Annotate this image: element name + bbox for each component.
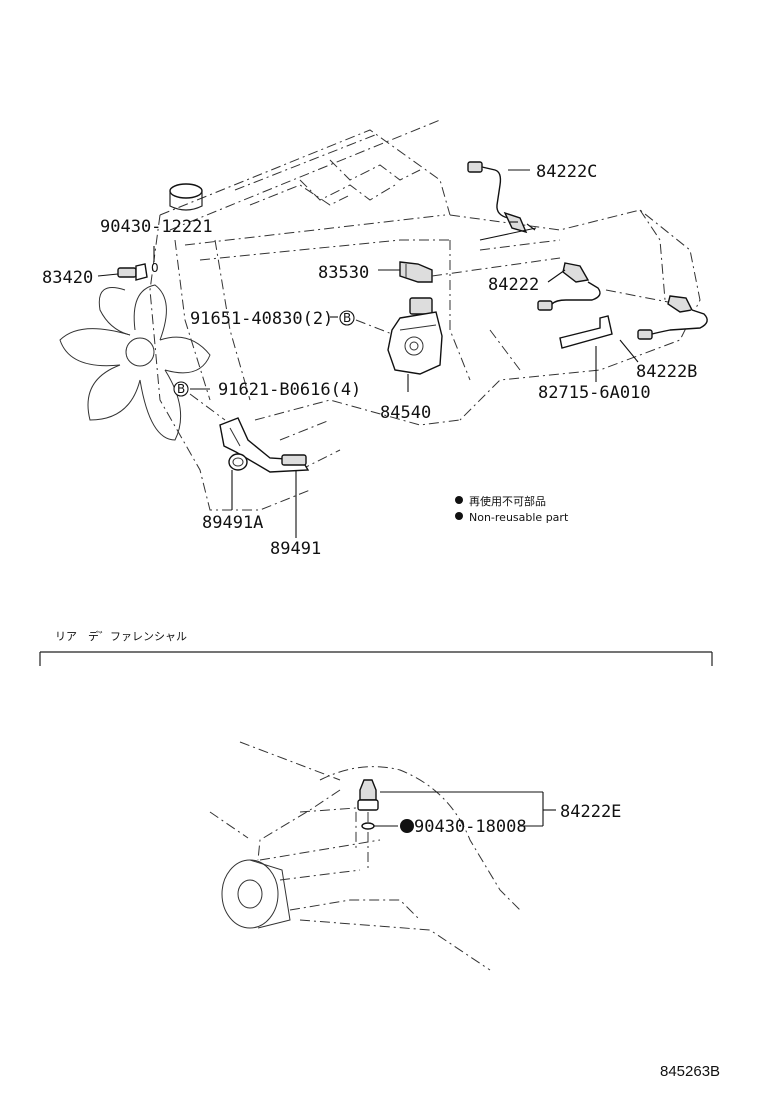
section-frame [39,651,713,666]
legend-bullet-jp [455,496,463,504]
marker-b-2: B [173,381,189,397]
illustration-code: 845263B [660,1063,720,1080]
label-84222c[interactable]: 84222C [536,162,597,182]
label-83530[interactable]: 83530 [318,263,369,283]
label-o-ring-marker: 0 [151,261,159,275]
label-83420[interactable]: 83420 [42,268,93,288]
sensor-84222c-illustration [467,161,536,234]
legend-text-jp: 再使用不可部品 [469,494,546,508]
marker-b-1: B [339,310,355,326]
legend-text-en: Non-reusable part [469,511,569,524]
label-82715-6a010[interactable]: 82715-6A010 [538,383,651,403]
cooling-fan-illustration [59,284,211,441]
label-84222e[interactable]: 84222E [560,802,621,822]
label-90430-12221[interactable]: 90430-12221 [100,217,213,237]
sensor-84222-illustration [537,262,601,311]
neutral-start-switch-84540-illustration [387,297,443,375]
label-91621-b0616[interactable]: 91621-B0616(4) [218,380,361,400]
bracket-82715-illustration [559,315,613,349]
leader-lines-lower [374,791,556,827]
sensor-84222b-illustration [637,295,708,340]
rear-differential-illustration [209,741,521,971]
label-84540[interactable]: 84540 [380,403,431,423]
seal-89491a-illustration [228,453,248,471]
label-89491a[interactable]: 89491A [202,513,263,533]
engine-block-illustration [149,119,701,511]
bracket-89491-illustration [219,417,310,473]
svg-text:B: B [343,311,351,325]
switch-83530-illustration [399,261,433,283]
label-91651-40830[interactable]: 91651-40830(2) [190,309,333,329]
sender-83420-illustration [117,263,148,281]
label-84222b[interactable]: 84222B [636,362,697,382]
label-90430-18008[interactable]: 90430-18008 [414,817,527,837]
switch-84222e-illustration [357,779,379,868]
legend: 再使用不可部品 Non-reusable part [455,494,569,524]
svg-text:B: B [177,382,185,396]
leader-lines-upper [97,169,669,538]
legend-bullet-en [455,512,463,520]
non-reusable-bullet [400,819,414,833]
section-title: リア デ゛ファレンシャル [55,629,187,643]
label-84222[interactable]: 84222 [488,275,539,295]
label-89491[interactable]: 89491 [270,539,321,559]
